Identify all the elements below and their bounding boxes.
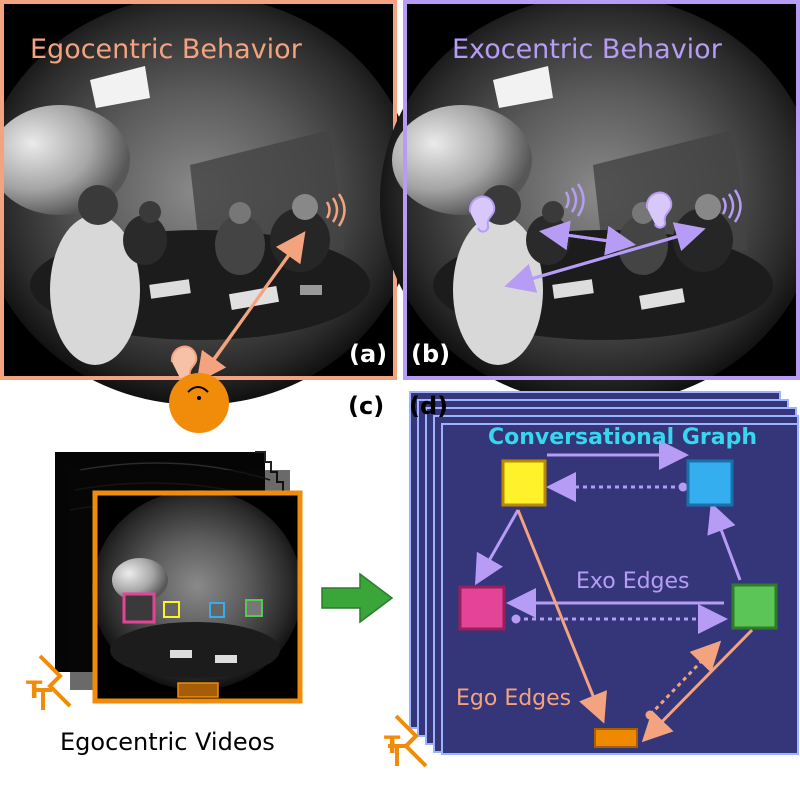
panel-d-tag: (d)	[409, 392, 449, 420]
process-arrow	[321, 572, 394, 624]
node-pink	[458, 585, 506, 631]
face-box-yellow	[163, 601, 180, 618]
person-back	[123, 215, 167, 265]
ego-edge	[516, 509, 607, 724]
wearer-box	[177, 682, 219, 698]
sound-waves-icon	[325, 193, 346, 227]
exo-edges	[475, 440, 742, 634]
egocentric-videos-caption: Egocentric Videos	[60, 728, 275, 756]
time-label-c: T	[26, 676, 43, 704]
panel-b-photo	[380, 0, 800, 405]
node-yellow	[501, 459, 547, 507]
face-box-blue	[209, 602, 225, 618]
exo-attention-arrows	[504, 220, 706, 293]
graph-title: Conversational Graph	[488, 425, 758, 450]
panel-c-tag: (c)	[348, 392, 385, 420]
ear-icon	[468, 195, 496, 233]
node-green	[731, 583, 778, 630]
panel-a-photo	[0, 0, 418, 405]
ear-icon	[645, 191, 673, 229]
node-blue	[686, 459, 734, 507]
person-left	[50, 215, 140, 365]
sound-waves-icon	[564, 183, 585, 217]
panel-b-tag: (b)	[411, 340, 451, 368]
panel-a-tag: (a)	[349, 340, 388, 368]
panel-b-frame	[403, 0, 800, 380]
ego-edge	[641, 628, 754, 743]
ego-edges	[516, 509, 754, 743]
time-label-d: T	[384, 731, 401, 759]
person-middle	[215, 215, 265, 275]
ego-edge	[648, 640, 722, 717]
laptop	[228, 285, 280, 311]
node-ego-wearer	[594, 728, 638, 748]
device	[300, 285, 322, 295]
exo-edges-label: Exo Edges	[576, 569, 690, 594]
face-box-green	[245, 599, 263, 617]
sound-waves-icon	[721, 189, 742, 223]
video-frame-current	[92, 490, 303, 704]
panel-a-title: Egocentric Behavior	[30, 34, 302, 65]
time-axis-icon	[388, 714, 428, 768]
ego-edges-label: Ego Edges	[456, 686, 572, 711]
exo-edge	[475, 509, 520, 586]
panel-b-title: Exocentric Behavior	[452, 34, 722, 65]
ceiling-light	[90, 66, 150, 108]
time-axis-icon	[34, 654, 72, 710]
face-box-pink	[122, 592, 156, 624]
person-head-icon	[169, 373, 229, 433]
exo-edge	[707, 502, 742, 581]
laptop	[149, 279, 191, 299]
